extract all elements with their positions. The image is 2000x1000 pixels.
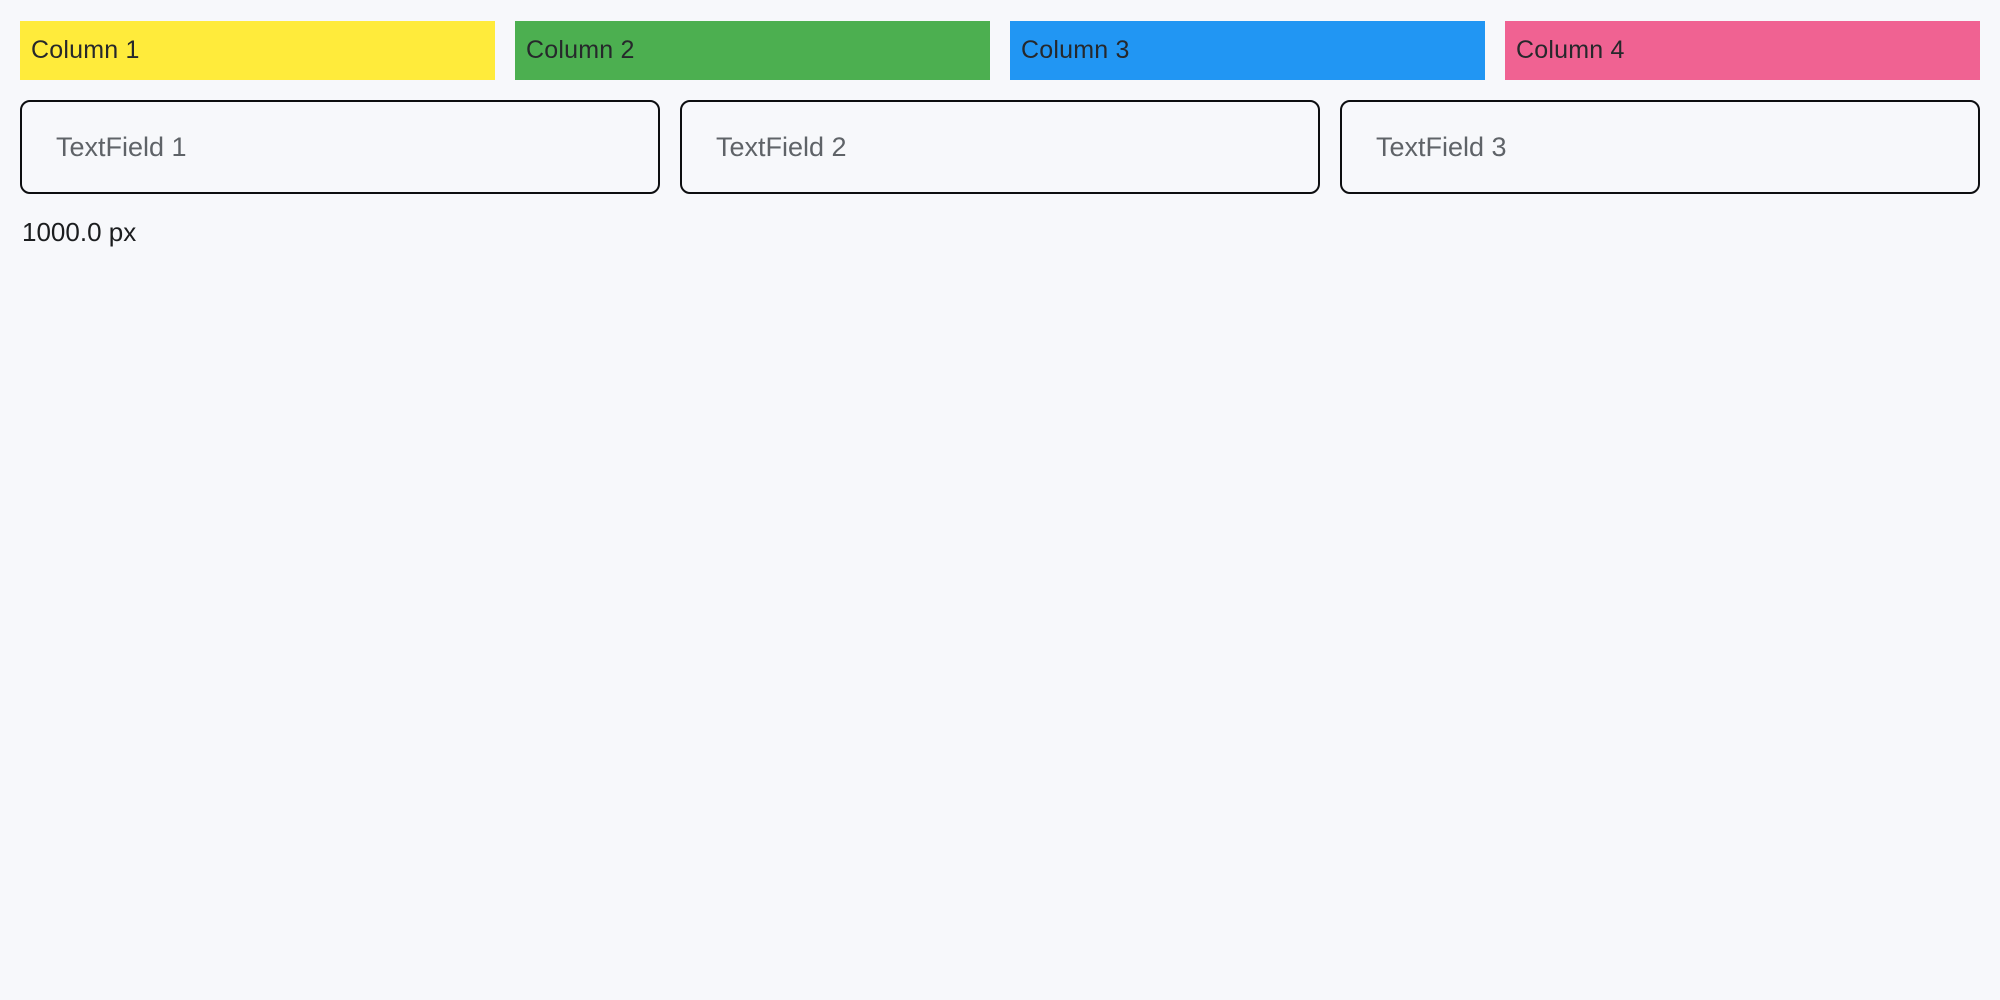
column-header-row: Column 1 Column 2 Column 3 Column 4 — [20, 21, 1980, 80]
column-header-4: Column 4 — [1505, 21, 1980, 80]
column-header-1: Column 1 — [20, 21, 495, 80]
textfield-2-input[interactable] — [680, 100, 1320, 194]
textfield-row — [20, 100, 1980, 194]
column-header-3: Column 3 — [1010, 21, 1485, 80]
screen-width-label: 1000.0 px — [22, 217, 137, 247]
column-header-2: Column 2 — [515, 21, 990, 80]
textfield-3-input[interactable] — [1340, 100, 1980, 194]
textfield-1-input[interactable] — [20, 100, 660, 194]
